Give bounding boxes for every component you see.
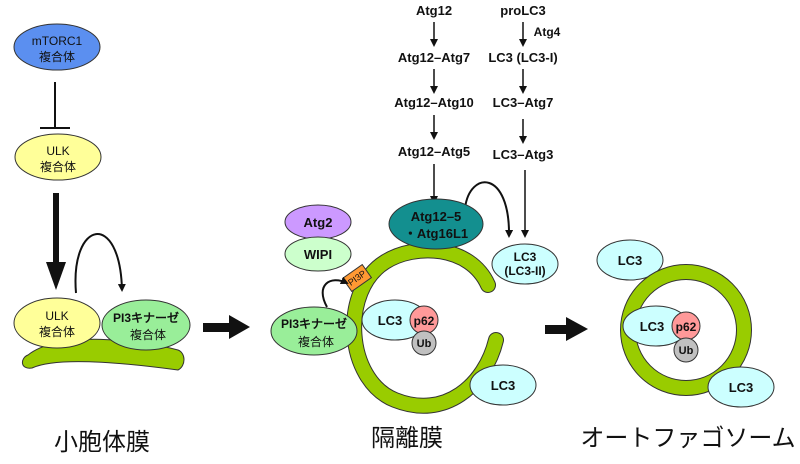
atg12-5-label-1: Atg12–5 — [411, 209, 462, 224]
atg12-5-atg16l1 — [388, 198, 484, 250]
atg12-5-label-2: ・Atg16L1 — [404, 226, 468, 241]
lc3-top-right-label: LC3 — [618, 253, 643, 268]
stage-label-autophagosome: オートファゴソーム — [580, 424, 795, 452]
pi3k-middle-label-2: 複合体 — [298, 334, 334, 349]
lc3-top-right — [596, 239, 664, 281]
lc3-i: LC3 (LC3-I) — [488, 50, 557, 65]
ulk-complex-top — [14, 133, 102, 181]
pi3k-left-label-1: PI3キナーゼ — [113, 310, 179, 325]
stage-label-er: 小胞体膜 — [54, 428, 150, 456]
ulk-bottom-label-2: 複合体 — [39, 324, 75, 339]
lc3-ii — [491, 243, 559, 285]
pi3p-tag: PI3P — [341, 263, 373, 293]
lc3-ii-label-1: LC3 — [514, 250, 537, 264]
lc3-bottom-right-label: LC3 — [729, 380, 754, 395]
prolc3: proLC3 — [500, 3, 546, 18]
lc3-outer-middle — [469, 364, 537, 406]
atg2-label: Atg2 — [304, 215, 333, 230]
lc3-atg3: LC3–Atg3 — [493, 147, 554, 162]
ulk-complex-bottom — [13, 297, 101, 349]
stage-arrow-2-head — [566, 317, 588, 341]
lc3-inner-middle-label: LC3 — [378, 313, 403, 328]
mtorc1-complex — [13, 23, 101, 71]
wipi — [284, 236, 352, 272]
atg12-atg7: Atg12–Atg7 — [398, 50, 470, 65]
pi3k-complex-middle — [270, 306, 358, 356]
curved-arrow-atg12-lc3 — [464, 181, 514, 238]
curved-arrow-ulk-pi3k — [74, 233, 126, 294]
ulk-bottom-label-1: ULK — [45, 309, 68, 323]
stage-arrow-1-head — [229, 315, 250, 339]
lc3-atg7: LC3–Atg7 — [493, 95, 554, 110]
lc3-bottom-right — [707, 366, 775, 408]
lc3-inner-right-label: LC3 — [640, 319, 665, 334]
thick-arrow-shaft — [53, 193, 59, 263]
atg12: Atg12 — [416, 3, 452, 18]
atg4-label: Atg4 — [534, 25, 561, 39]
atg12-atg10: Atg12–Atg10 — [394, 95, 473, 110]
ub-middle-label: Ub — [417, 338, 432, 350]
thick-arrow-head — [46, 262, 66, 290]
atg12-atg5: Atg12–Atg5 — [398, 144, 470, 159]
lc3-ii-label-2: (LC3-II) — [504, 264, 545, 278]
p62-right-label: p62 — [676, 320, 697, 334]
ulk-top-label-2: 複合体 — [40, 159, 76, 174]
lc3-outer-middle-label: LC3 — [491, 378, 516, 393]
pi3k-middle-label-1: PI3キナーゼ — [281, 316, 347, 331]
mtorc1-label-1: mTORC1 — [32, 34, 83, 48]
stage-arrow-1-shaft — [203, 323, 229, 332]
wipi-label: WIPI — [304, 247, 332, 262]
isolation-membrane-fill — [347, 243, 503, 413]
pi3k-complex-left — [101, 299, 191, 351]
ulk-top-label-1: ULK — [46, 144, 69, 158]
pi3k-left-label-2: 複合体 — [130, 327, 166, 342]
mtorc1-label-2: 複合体 — [39, 49, 75, 64]
p62-middle-label: p62 — [414, 314, 435, 328]
curved-arrow-pi3k-pi3p — [321, 276, 349, 308]
ub-right-label: Ub — [679, 345, 694, 357]
ub-right — [673, 337, 699, 363]
stage-label-phagophore: 隔離膜 — [371, 424, 443, 452]
stage-arrow-2-shaft — [545, 325, 567, 334]
ub-middle — [411, 330, 437, 356]
